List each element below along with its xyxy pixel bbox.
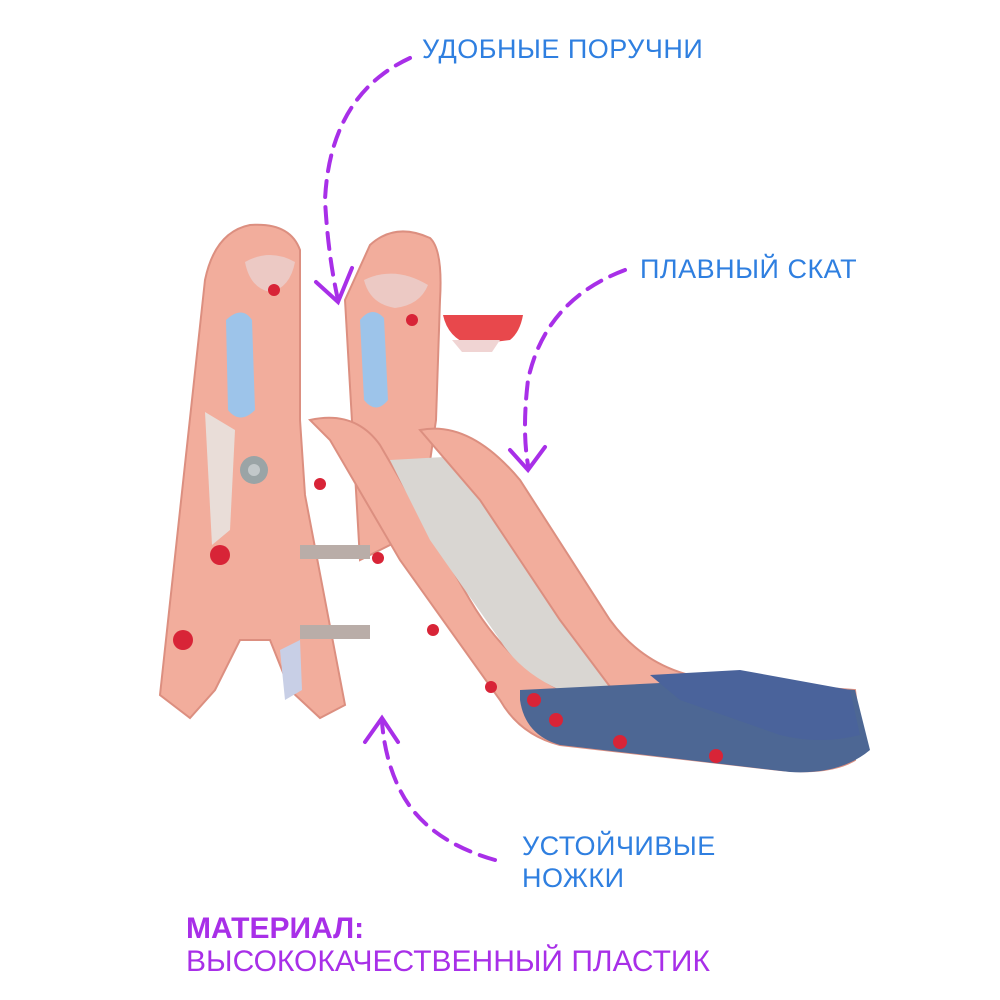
material-value: ВЫСОКОКАЧЕСТВЕННЫЙ ПЛАСТИК (186, 945, 710, 978)
ladder-steps (300, 545, 370, 639)
arrow-legs (363, 714, 497, 862)
arrow-slope (508, 268, 627, 474)
label-stable-legs-line1: УСТОЙЧИВЫЕ (522, 831, 716, 861)
slide-bolts (268, 284, 723, 763)
basketball-hoop (443, 315, 523, 352)
slide-ramp (308, 416, 870, 773)
label-stable-legs-line2: НОЖКИ (522, 863, 625, 893)
label-smooth-slope: ПЛАВНЫЙ СКАТ (640, 254, 858, 284)
label-handrails: УДОБНЫЕ ПОРУЧНИ (422, 34, 704, 64)
slide-front-tower (158, 223, 347, 720)
material-block: МАТЕРИАЛ: ВЫСОКОКАЧЕСТВЕННЫЙ ПЛАСТИК (186, 912, 710, 978)
label-stable-legs: УСТОЙЧИВЫЕ НОЖКИ (522, 830, 716, 894)
arrow-handrails (314, 56, 412, 306)
material-title: МАТЕРИАЛ: (186, 912, 365, 945)
